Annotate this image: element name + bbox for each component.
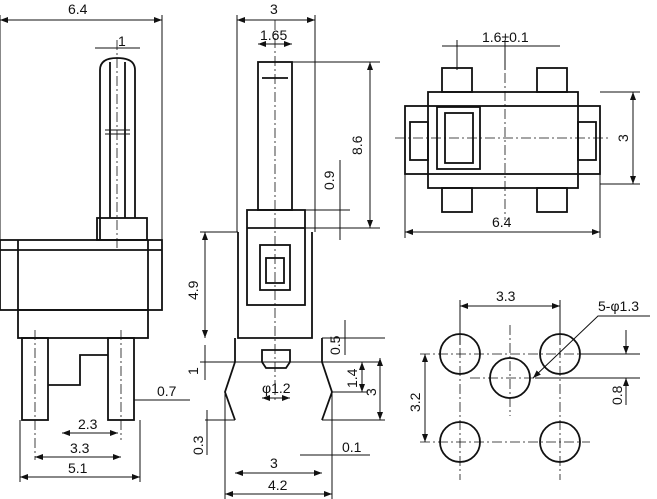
dim-pcb-holes: 5-φ1.3 — [598, 298, 639, 314]
dim-side-leg-height: 3 — [363, 388, 379, 396]
dim-front-pin-pitch-outer: 3.3 — [70, 440, 90, 456]
dim-front-width: 6.4 — [68, 1, 88, 17]
side-view: 3 1.65 8.6 0.9 4.9 0.5 1 φ1.2 1.4 3 0.3 … — [185, 1, 385, 499]
dim-side-leg-offset: 0.1 — [342, 439, 362, 455]
dim-side-leg-inner: 3 — [270, 455, 278, 471]
dim-side-leg-tip: 0.3 — [190, 435, 206, 455]
dim-side-leg-bend: 1.4 — [344, 368, 360, 388]
dim-top-width: 6.4 — [492, 214, 512, 230]
dim-side-body-height: 4.9 — [185, 280, 201, 300]
dim-front-lever-width: 1 — [118, 33, 126, 49]
dim-side-flange: 0.5 — [327, 335, 343, 355]
dim-side-width: 3 — [270, 1, 278, 17]
dim-pcb-center-offset: 0.8 — [609, 385, 625, 405]
dim-side-stub-height: 1 — [185, 367, 201, 375]
dim-side-lever-height: 8.6 — [349, 135, 365, 155]
dim-side-lever-step: 0.9 — [321, 170, 337, 190]
dim-side-leg-outer: 4.2 — [268, 477, 288, 493]
dim-front-pin-offset: 0.7 — [157, 383, 177, 399]
dim-pcb-pitch-y: 3.2 — [407, 392, 423, 412]
pcb-layout: 3.3 5-φ1.3 3.2 0.8 — [407, 288, 650, 480]
top-view: 1.6±0.1 3 6.4 — [395, 29, 640, 238]
dim-front-pin-span: 5.1 — [68, 460, 88, 476]
dim-pcb-pitch-x: 3.3 — [496, 288, 516, 304]
dim-top-height: 3 — [615, 134, 631, 142]
dim-front-pin-pitch-inner: 2.3 — [78, 416, 98, 432]
dim-top-pad-width: 1.6±0.1 — [482, 29, 529, 45]
front-view: 6.4 1 0.7 2.3 3.3 5.1 — [0, 1, 190, 482]
dim-side-lever-width: 1.65 — [260, 27, 287, 43]
dim-side-stub-dia: φ1.2 — [262, 380, 291, 396]
